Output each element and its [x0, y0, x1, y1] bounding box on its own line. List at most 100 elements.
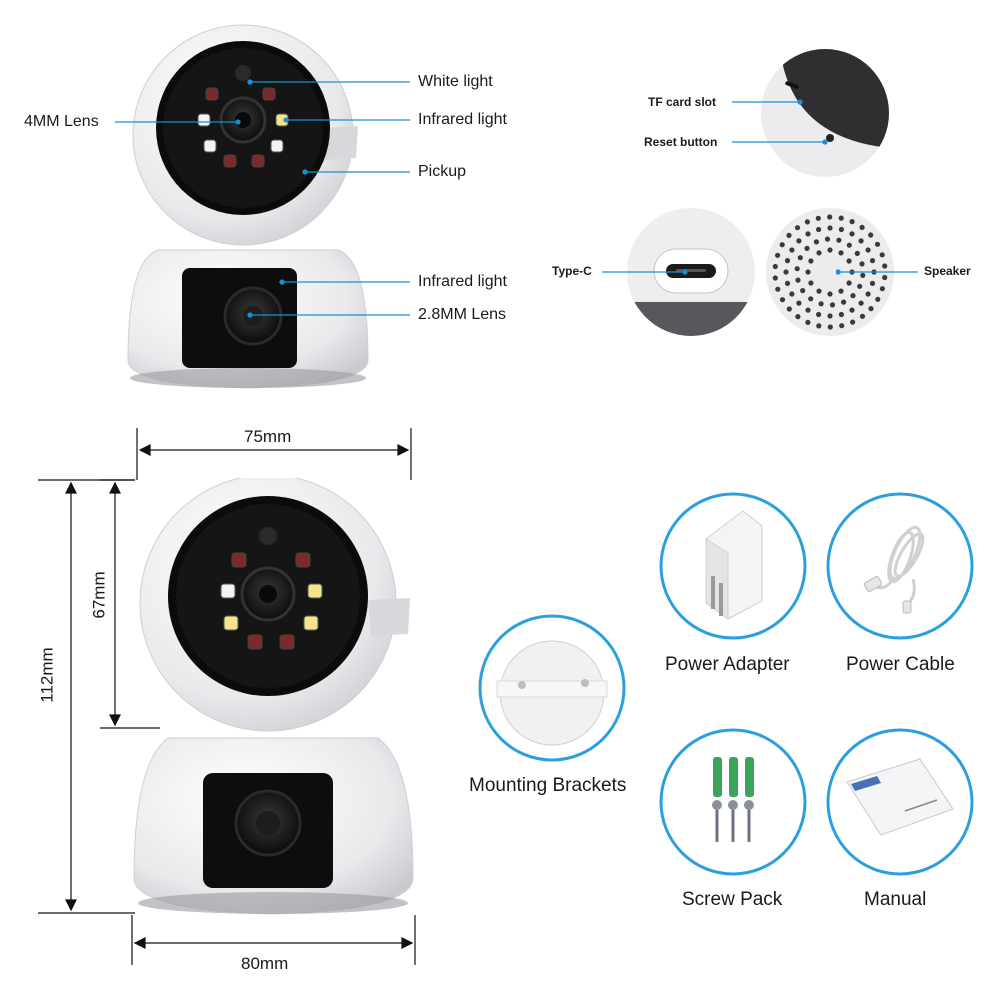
speaker-hole	[813, 239, 819, 245]
speaker-hole	[816, 288, 822, 294]
speaker-hole	[804, 219, 810, 225]
screw-pack-image	[658, 727, 808, 877]
speaker-hole	[827, 324, 833, 330]
speaker-hole	[794, 225, 801, 231]
speaker-hole	[854, 250, 860, 256]
speaker-hole	[786, 232, 792, 238]
speaker-hole	[805, 269, 811, 275]
speaker-hole	[827, 214, 833, 220]
speaker-hole	[857, 283, 863, 289]
infrared-light-top-label: Infrared light	[418, 111, 507, 128]
white-light-label: White light	[418, 73, 493, 90]
speaker-hole	[784, 258, 791, 264]
reset-button-label: Reset button	[644, 135, 718, 149]
type-c-detail-image	[626, 207, 756, 337]
speaker-hole	[805, 319, 811, 325]
speaker-hole	[865, 247, 871, 253]
speaker-hole	[797, 255, 803, 261]
speaker-hole	[879, 286, 885, 292]
speaker-hole	[838, 311, 844, 318]
width-75mm-label: 75mm	[244, 427, 292, 446]
lens-2-8mm-label: 2.8MM Lens	[418, 306, 507, 323]
infrared-light-bottom-label: Infrared light	[418, 273, 507, 290]
speaker-hole	[846, 280, 852, 286]
pickup-label: Pickup	[418, 163, 467, 180]
speaker-hole	[829, 302, 836, 308]
speaker-hole	[868, 232, 874, 238]
speaker-hole	[805, 231, 811, 237]
speaker-hole	[838, 215, 844, 221]
speaker-hole	[850, 293, 856, 299]
speaker-hole	[869, 280, 876, 286]
speaker-hole	[869, 258, 876, 264]
speaker-hole	[838, 226, 844, 233]
speaker-hole	[859, 261, 865, 267]
speaker-hole	[875, 296, 881, 302]
speaker-hole	[784, 280, 791, 286]
speaker-hole	[804, 245, 810, 251]
speaker-hole	[849, 307, 855, 313]
manual-label: Manual	[864, 889, 927, 910]
speaker-hole	[858, 300, 864, 306]
top-camera-image	[118, 20, 378, 390]
speaker-hole	[795, 277, 801, 283]
speaker-hole	[775, 286, 781, 292]
speaker-hole	[865, 291, 871, 297]
speaker-hole	[879, 252, 885, 258]
speaker-hole	[795, 314, 801, 320]
speaker-hole	[816, 250, 822, 256]
width-80mm-label: 80mm	[241, 954, 289, 973]
speaker-hole	[860, 272, 866, 278]
speaker-hole	[859, 313, 866, 319]
speaker-hole	[827, 291, 833, 297]
speaker-hole	[874, 241, 881, 247]
speaker-hole	[849, 231, 855, 237]
speaker-hole	[818, 301, 824, 307]
speaker-hole	[827, 313, 833, 319]
speaker-hole	[846, 242, 852, 248]
dimension-lines	[38, 428, 416, 965]
tf-reset-detail-image	[760, 48, 890, 178]
tf-card-slot-label: TF card slot	[648, 95, 717, 109]
speaker-hole	[805, 307, 811, 313]
manual-image	[825, 727, 975, 877]
speaker-hole	[827, 225, 833, 231]
speaker-hole	[841, 299, 847, 305]
lens-4mm-label: 4MM Lens	[24, 113, 99, 130]
mounting-brackets-image	[477, 613, 627, 763]
speaker-hole	[836, 237, 842, 243]
speaker-hole	[808, 280, 814, 286]
speaker-hole	[800, 288, 806, 294]
power-cable-image	[825, 491, 975, 641]
top-callout-lines	[115, 79, 410, 318]
tf-reset-callout-lines	[732, 99, 828, 145]
speaker-hole	[796, 238, 802, 244]
power-cable-label: Power Cable	[846, 654, 955, 675]
speaker-hole	[816, 311, 822, 318]
speaker-hole	[808, 296, 814, 302]
speaker-hole	[824, 236, 831, 242]
speaker-hole	[775, 252, 781, 258]
speaker-hole	[772, 263, 778, 270]
speaker-hole	[789, 291, 795, 297]
speaker-hole	[839, 323, 845, 329]
power-adapter-image	[658, 491, 808, 641]
speaker-hole	[859, 224, 865, 230]
bottom-camera-image	[128, 478, 418, 918]
height-112mm-label: 112mm	[37, 647, 57, 703]
speaker-callout-line	[836, 269, 918, 275]
speaker-hole	[779, 297, 786, 303]
type-c-label: Type-C	[552, 264, 592, 278]
speaker-hole	[796, 300, 802, 306]
speaker-hole	[838, 250, 844, 256]
speaker-hole	[882, 263, 888, 269]
mounting-brackets-label: Mounting Brackets	[469, 775, 627, 796]
speaker-hole	[808, 258, 814, 264]
speaker-hole	[789, 247, 795, 253]
speaker-hole	[827, 247, 833, 253]
screw-pack-label: Screw Pack	[682, 889, 783, 910]
speaker-hole	[816, 323, 822, 329]
speaker-label: Speaker	[924, 264, 971, 278]
speaker-hole	[816, 226, 822, 233]
power-adapter-label: Power Adapter	[665, 654, 790, 675]
